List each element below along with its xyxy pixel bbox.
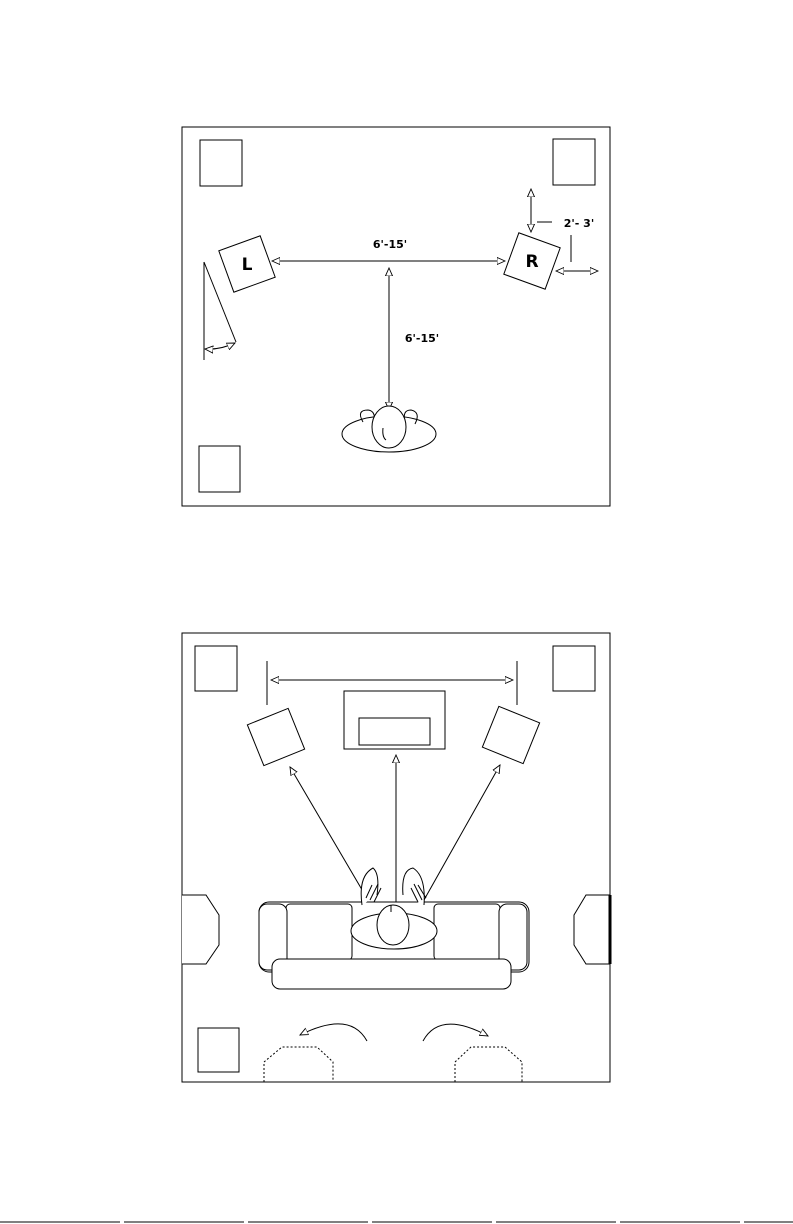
rear-right-speaker-alt (455, 1047, 522, 1082)
right-speaker: R (504, 233, 560, 289)
room-corner-top-left (200, 140, 242, 186)
room-corner-top-left-bottom (195, 646, 237, 691)
arrow-to-front-left (290, 767, 368, 900)
rear-left-move-arrow (300, 1024, 367, 1041)
room-corner-top-right (553, 139, 595, 185)
left-speaker: L (219, 236, 275, 292)
home-theater-diagram (182, 633, 610, 1082)
wall-distance-label: 2'- 3' (564, 217, 594, 230)
listener-figure (342, 406, 436, 452)
stereo-setup-diagram: L R 6'-15' 6'-15' 2'- 3' (182, 127, 610, 506)
room-corner-top-right-bottom (553, 646, 595, 691)
rear-right-move-arrow (423, 1024, 488, 1041)
arrow-to-front-right (424, 765, 500, 900)
room-corner-bottom-left (199, 446, 240, 492)
tv-center-speaker (344, 691, 445, 749)
left-surround-speaker (182, 895, 219, 964)
front-left-speaker (247, 708, 304, 765)
room-corner-bottom-left-bottom (198, 1028, 239, 1072)
right-speaker-label: R (525, 252, 538, 272)
speaker-spacing-label: 6'-15' (373, 238, 407, 251)
listener-distance-label: 6'-15' (405, 332, 439, 345)
rear-left-speaker-alt (264, 1047, 333, 1082)
right-surround-speaker (574, 895, 610, 964)
left-speaker-label: L (242, 255, 253, 275)
front-right-speaker (482, 706, 539, 763)
speaker-width-dimension (267, 661, 517, 705)
